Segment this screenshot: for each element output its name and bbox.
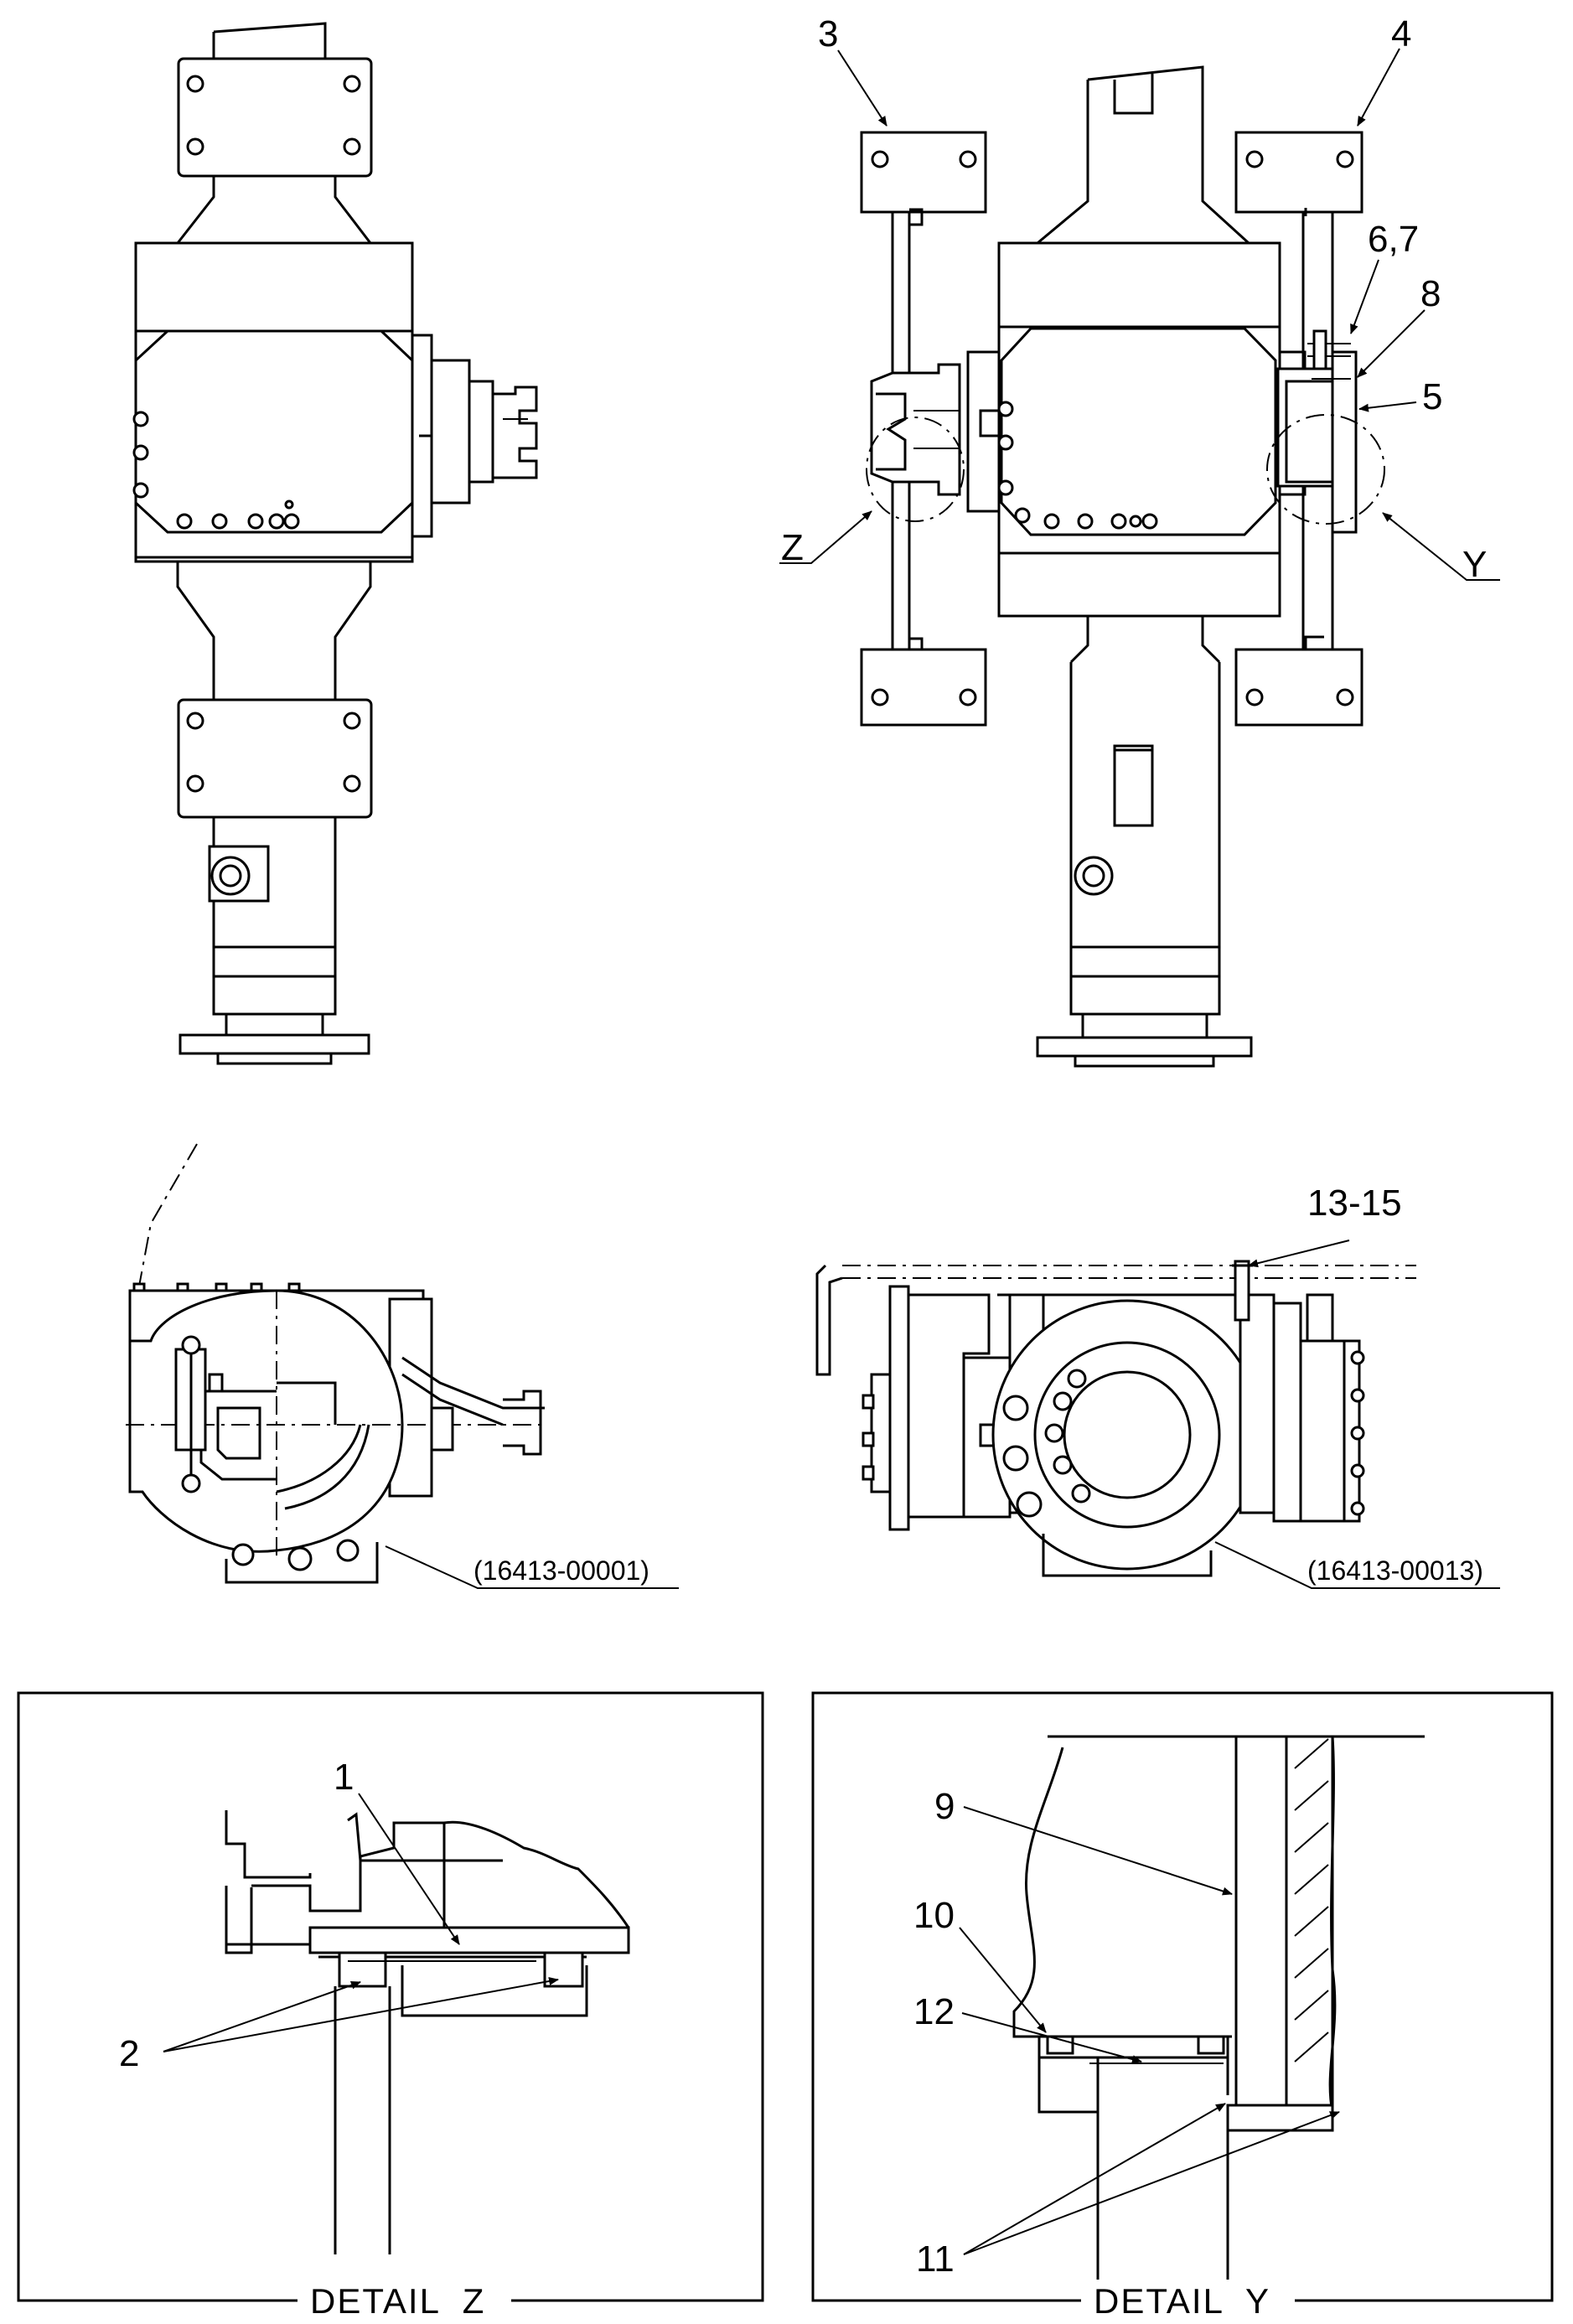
detail-z-caption: DETAIL Z [310,2281,485,2321]
callout-13-15: 13-15 [1307,1183,1402,1224]
callout-10: 10 [913,1895,955,1936]
callout-y: Y [1462,544,1487,585]
reference-right-view: (16413-00013) [1307,1555,1483,1586]
callout-3: 3 [818,13,838,54]
detail-y-caption: DETAIL Y [1094,2281,1270,2321]
axle-front-view [132,22,538,1065]
axle-side-view-right [815,1260,1416,1577]
callout-5: 5 [1422,376,1442,417]
callout-1: 1 [334,1757,354,1798]
callout-8: 8 [1420,273,1441,314]
axle-side-view-left [126,1143,545,1584]
callout-z: Z [781,527,804,568]
leader-lines [163,48,1500,2255]
callout-11: 11 [916,2239,955,2280]
axle-mounted-view [860,65,1385,1068]
callout-9: 9 [934,1786,955,1827]
callout-4: 4 [1391,13,1411,54]
reference-left-view: (16413-00001) [473,1555,649,1586]
detail-z-panel [17,1691,764,2302]
callout-6-7: 6,7 [1368,219,1419,260]
callout-12: 12 [913,1991,955,2032]
callout-2: 2 [119,2033,139,2074]
